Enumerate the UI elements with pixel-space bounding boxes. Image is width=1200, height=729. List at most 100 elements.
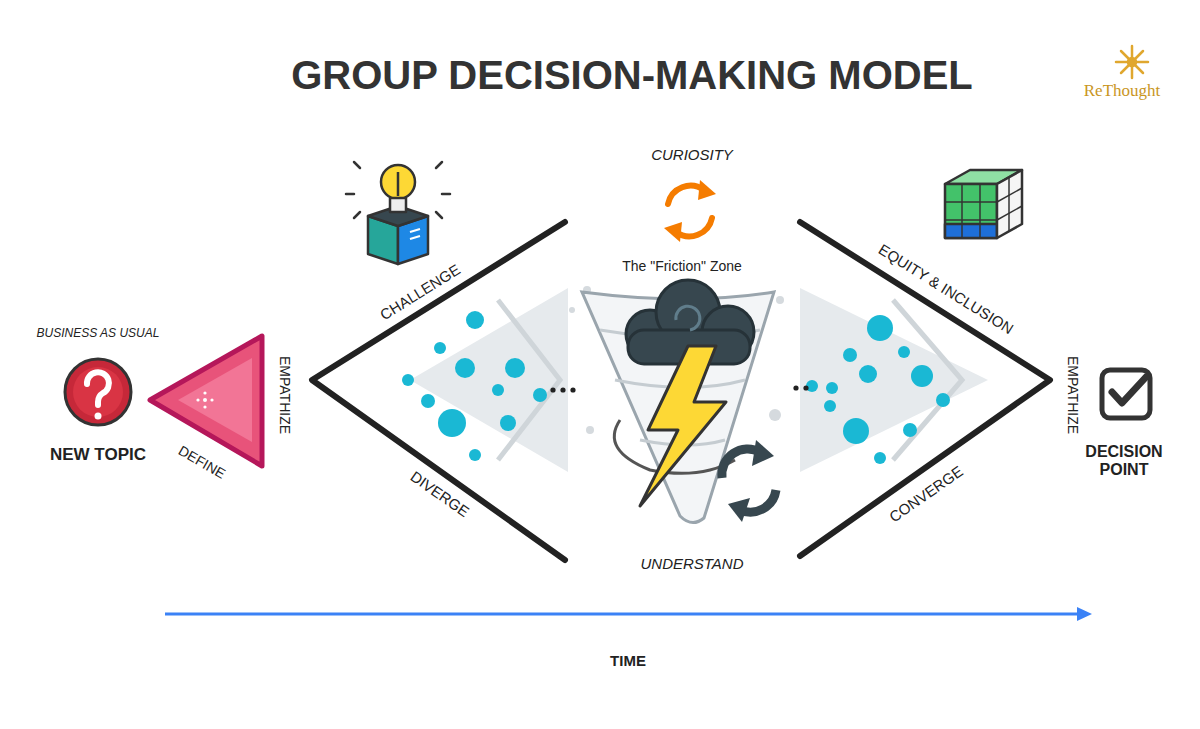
logo-mark (1121, 51, 1143, 73)
grid-cube (945, 170, 1022, 238)
define-triangle (150, 336, 262, 466)
idea-dots (903, 423, 917, 437)
zone-title: The "Friction" Zone (622, 258, 742, 274)
define-triangle (203, 391, 206, 394)
idea-dots (492, 384, 504, 396)
lightbulb-box (354, 162, 360, 168)
idea-dots (898, 346, 910, 358)
logo-text: ReThought (1084, 81, 1161, 101)
lightbulb-box (436, 212, 442, 218)
phase-label: EMPATHIZE (277, 356, 293, 434)
friction-tornado (728, 498, 750, 522)
diverge-funnel (410, 288, 568, 472)
lightbulb-box (354, 212, 360, 218)
idea-dots (466, 311, 484, 329)
grid-cube (1008, 177, 1010, 231)
idea-dots (402, 374, 414, 386)
idea-dots (455, 358, 475, 378)
define-triangle (196, 398, 199, 401)
zone-note: UNDERSTAND (640, 555, 743, 572)
checkbox-icon (1102, 370, 1150, 418)
grey-dots (769, 409, 781, 421)
friction-tornado (582, 280, 776, 523)
idea-dots (911, 365, 933, 387)
ellipsis-dots (560, 387, 565, 392)
grey-dots (776, 296, 784, 304)
question-icon (65, 359, 131, 425)
lightbulb-box (346, 193, 354, 196)
friction-tornado (640, 346, 726, 506)
idea-dots (824, 400, 836, 412)
ellipsis-dots (570, 387, 575, 392)
diverge-funnel (498, 300, 560, 460)
state-note: BUSINESS AS USUAL (37, 327, 160, 341)
cycle-arrows (664, 222, 682, 242)
end-label: DECISION POINT (1069, 443, 1179, 480)
question-icon (65, 359, 131, 425)
idea-dots (438, 409, 466, 437)
grid-cube (945, 224, 997, 238)
grid-cube (945, 219, 997, 221)
lightbulb-box (381, 165, 415, 199)
phase-label: DEFINE (176, 442, 229, 482)
logo-mark (1116, 46, 1148, 78)
idea-dots (936, 393, 950, 407)
ellipsis-dots (803, 385, 808, 390)
idea-dots (500, 415, 516, 431)
idea-dots (505, 358, 525, 378)
cycle-arrows (664, 180, 716, 242)
checkbox-icon (1102, 370, 1150, 418)
logo-mark (1121, 51, 1143, 73)
cycle-arrows (698, 180, 716, 200)
start-label: NEW TOPIC (50, 445, 146, 465)
question-icon (87, 372, 109, 405)
define-triangle (203, 405, 206, 408)
grid-cube (997, 188, 1022, 202)
define-triangle (203, 398, 207, 402)
grid-cube (997, 206, 1022, 220)
grey-dots (569, 307, 575, 313)
lightbulb-box (410, 229, 420, 232)
diverge-funnel (410, 288, 568, 472)
phase-label: EMPATHIZE (1065, 356, 1081, 434)
checkbox-icon (1112, 377, 1146, 403)
lightbulb-box (346, 162, 450, 264)
grid-cube (979, 184, 981, 238)
time-arrow (165, 607, 1092, 621)
phase-label: DIVERGE (407, 468, 472, 521)
converge-funnel (800, 288, 988, 472)
lightbulb-box (397, 172, 400, 196)
converge-funnel (800, 288, 988, 472)
zone-note: CURIOSITY (651, 146, 733, 163)
grey-dots (586, 426, 594, 434)
grid-cube (997, 170, 1022, 238)
question-icon (95, 413, 102, 420)
idea-dots (469, 449, 481, 461)
lightbulb-box (442, 193, 450, 196)
lightbulb-box (436, 162, 442, 168)
idea-dots (826, 382, 838, 394)
idea-dots (434, 342, 446, 354)
converge-chevron (800, 222, 1050, 556)
lightbulb-box (390, 198, 406, 212)
idea-dots (421, 394, 435, 408)
idea-dots (874, 452, 886, 464)
axis-label: TIME (610, 652, 646, 669)
diagram-title: GROUP DECISION-MAKING MODEL (291, 52, 973, 98)
define-triangle (178, 358, 252, 442)
friction-tornado (676, 306, 700, 330)
converge-funnel (893, 300, 962, 460)
idea-dots (533, 388, 547, 402)
phase-label: EQUITY & INCLUSION (875, 240, 1016, 337)
friction-tornado (752, 440, 774, 466)
question-icon (73, 367, 123, 417)
phase-label: CONVERGE (886, 462, 966, 525)
time-arrow (165, 613, 1080, 616)
ellipsis-dots (550, 387, 555, 392)
converge-chevron (800, 222, 1050, 556)
grid-cube (945, 201, 997, 203)
idea-dots (806, 380, 818, 392)
idea-dots (843, 348, 857, 362)
define-triangle (150, 336, 262, 466)
